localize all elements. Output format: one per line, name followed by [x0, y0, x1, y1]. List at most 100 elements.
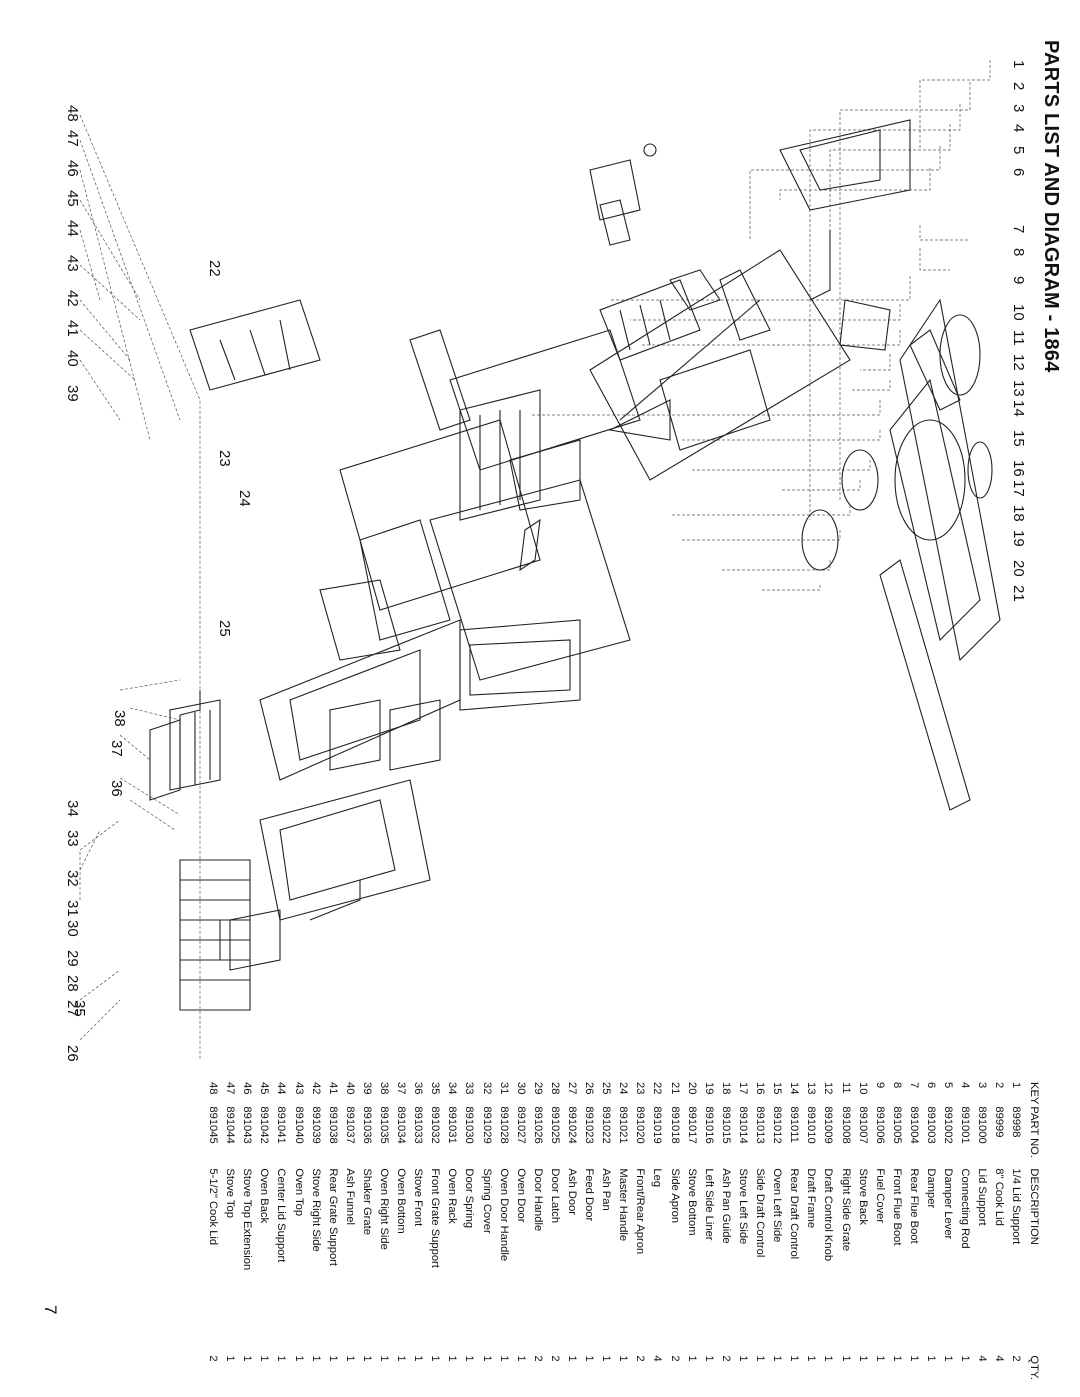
- part-no-cell: 891005: [890, 1106, 903, 1144]
- part-no-cell: 891004: [907, 1106, 920, 1144]
- qty-cell: 1: [463, 1355, 476, 1362]
- qty-cell: 1: [224, 1355, 237, 1362]
- callout-number: 46: [64, 160, 81, 177]
- callout-number: 27: [64, 1000, 81, 1017]
- qty-cell: 1: [395, 1355, 408, 1362]
- callout-number: 6: [1010, 168, 1027, 176]
- description-cell: Ash Door: [566, 1168, 579, 1216]
- key-cell: 9: [873, 1082, 886, 1089]
- part-no-cell: 891018: [668, 1106, 681, 1144]
- part-no-cell: 891012: [771, 1106, 784, 1144]
- part-no-cell: 891008: [839, 1106, 852, 1144]
- key-cell: 14: [788, 1082, 801, 1095]
- key-cell: 18: [719, 1082, 732, 1095]
- qty-cell: 1: [258, 1355, 271, 1362]
- part-no-cell: 891045: [207, 1106, 220, 1144]
- qty-cell: 4: [976, 1355, 989, 1362]
- callout-number: 47: [64, 130, 81, 147]
- part-no-cell: 891029: [480, 1106, 493, 1144]
- part-no-cell: 891007: [856, 1106, 869, 1144]
- part-no-cell: 891013: [754, 1106, 767, 1144]
- callout-number: 32: [64, 870, 81, 887]
- page-number: 7: [41, 1305, 60, 1315]
- key-cell: 22: [651, 1082, 664, 1095]
- callout-number: 12: [1010, 354, 1027, 371]
- key-cell: 1: [1010, 1082, 1023, 1089]
- key-cell: 41: [326, 1082, 339, 1095]
- description-cell: Door Handle: [531, 1168, 544, 1232]
- key-cell: 31: [497, 1082, 510, 1095]
- callout-number: 10: [1010, 304, 1027, 321]
- part-no-cell: 891022: [600, 1106, 613, 1144]
- callout-number: 13: [1010, 380, 1027, 397]
- callout-number: 19: [1010, 530, 1027, 547]
- callout-number: 8: [1010, 248, 1027, 256]
- key-cell: 16: [754, 1082, 767, 1095]
- header-description: DESCRIPTION: [1028, 1168, 1040, 1245]
- qty-cell: 1: [890, 1355, 903, 1362]
- key-cell: 48: [207, 1082, 220, 1095]
- description-cell: Front Flue Boot: [890, 1168, 903, 1246]
- qty-cell: 1: [241, 1355, 254, 1362]
- description-cell: Oven Door: [514, 1168, 527, 1223]
- key-cell: 7: [907, 1082, 920, 1089]
- description-cell: Oven Back: [258, 1168, 271, 1224]
- description-cell: Fuel Cover: [873, 1168, 886, 1224]
- key-cell: 45: [258, 1082, 271, 1095]
- callout-number: 39: [64, 385, 81, 402]
- description-cell: Stove Left Side: [736, 1168, 749, 1245]
- callout-number: 25: [216, 620, 233, 637]
- qty-cell: 1: [600, 1355, 613, 1362]
- part-no-cell: 891000: [976, 1106, 989, 1144]
- callout-number: 16: [1010, 460, 1027, 477]
- qty-cell: 1: [326, 1355, 339, 1362]
- callout-number: 33: [64, 830, 81, 847]
- callout-number: 34: [64, 800, 81, 817]
- description-cell: Ash Pan: [600, 1168, 613, 1211]
- stove-parts: [149, 119, 1001, 1011]
- qty-cell: 1: [685, 1355, 698, 1362]
- qty-cell: 2: [719, 1355, 732, 1362]
- callout-number: 9: [1010, 276, 1027, 284]
- description-cell: Lid Support: [976, 1168, 989, 1226]
- key-cell: 6: [924, 1082, 937, 1089]
- callout-number: 17: [1010, 480, 1027, 497]
- part-no-cell: 891033: [412, 1106, 425, 1144]
- part-no-cell: 891038: [326, 1106, 339, 1144]
- part-no-cell: 891034: [395, 1106, 408, 1144]
- qty-cell: 4: [651, 1355, 664, 1362]
- key-cell: 3: [976, 1082, 989, 1089]
- part-no-cell: 891036: [360, 1106, 373, 1144]
- description-cell: Shaker Grate: [360, 1168, 373, 1235]
- description-cell: Oven Top: [292, 1168, 305, 1217]
- callout-number: 15: [1010, 430, 1027, 447]
- callout-number: 2: [1010, 82, 1027, 90]
- qty-cell: 1: [412, 1355, 425, 1362]
- callout-number: 21: [1010, 585, 1027, 602]
- part-no-cell: 891020: [634, 1106, 647, 1144]
- callout-number: 23: [216, 450, 233, 467]
- qty-cell: 1: [583, 1355, 596, 1362]
- callout-number: 35: [71, 1000, 88, 1017]
